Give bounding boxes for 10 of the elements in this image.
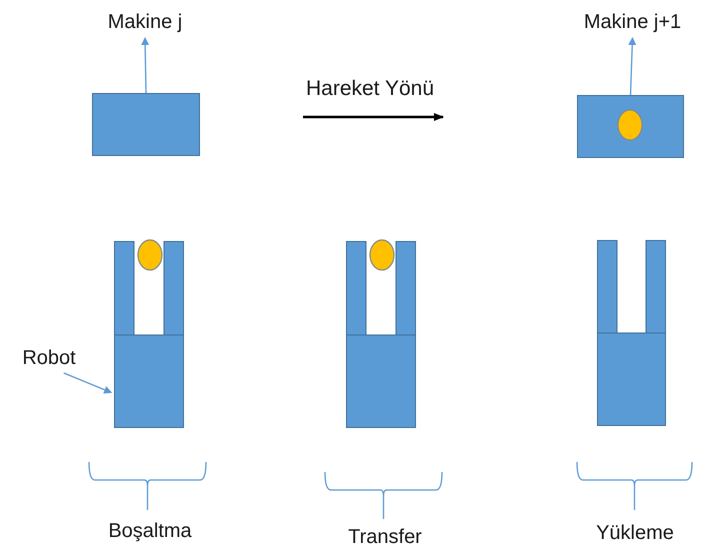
text-label: Yükleme (596, 520, 674, 546)
text-label: Boşaltma (108, 518, 192, 544)
arrow (628, 37, 636, 96)
text-label: Hareket Yönü (306, 76, 434, 102)
arrow (141, 37, 150, 94)
arrow (64, 372, 112, 394)
text-label: Transfer (348, 524, 422, 550)
node-label: Makine j+1 (584, 10, 682, 34)
node-label: Robot (22, 346, 76, 370)
node-label: Makine j (108, 10, 182, 34)
